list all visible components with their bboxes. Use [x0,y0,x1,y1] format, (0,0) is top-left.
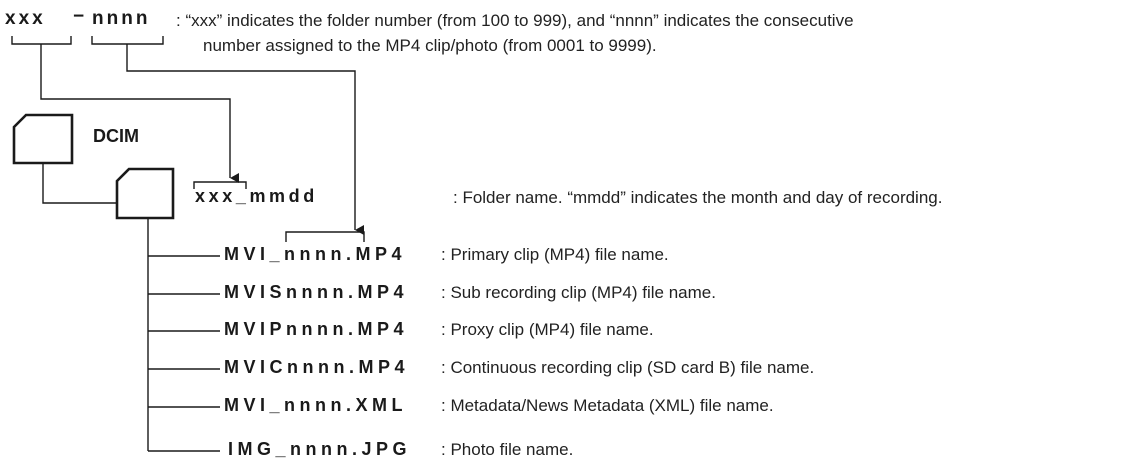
file-description-proxy: : Proxy clip (MP4) file name. [441,320,654,339]
code-xxx: xxx [5,8,46,29]
file-name-continuous: MVICnnnn.MP4 [224,357,409,377]
file-name-sub: MVISnnnn.MP4 [224,282,408,302]
folder-icon-subfolder [115,167,175,220]
header-description-line2: number assigned to the MP4 clip/photo (f… [203,36,657,55]
connector-dcim-to-subfolder [42,163,117,204]
file-description-continuous: : Continuous recording clip (SD card B) … [441,358,815,377]
file-description-metadata: : Metadata/News Metadata (XML) file name… [441,396,774,415]
connector-nnnn-to-file [126,44,364,235]
code-nnnn: nnnn [92,8,151,29]
file-name-proxy: MVIPnnnn.MP4 [224,319,408,339]
bracket-folder-xxx [193,181,247,189]
file-name-metadata: MVI_nnnn.XML [224,395,407,415]
file-name-primary: MVI_nnnn.MP4 [224,244,407,264]
file-description-photo: : Photo file name. [441,440,574,459]
folder-icon-dcim [12,113,74,165]
root-folder-label: DCIM [93,126,139,146]
file-description-primary: : Primary clip (MP4) file name. [441,245,669,264]
file-description-sub: : Sub recording clip (MP4) file name. [441,283,716,302]
connector-xxx-to-folder [40,44,239,183]
header-description-line1: : “xxx” indicates the folder number (fro… [176,11,854,30]
bracket-xxx [11,36,72,45]
file-name-photo: IMG_nnnn.JPG [228,439,412,459]
code-dash: − [73,6,88,27]
sub-folder-label: xxx_mmdd [195,186,318,206]
sub-folder-description: : Folder name. “mmdd” indicates the mont… [453,188,943,207]
bracket-nnnn [91,36,164,45]
bracket-file-nnnn [285,231,365,242]
